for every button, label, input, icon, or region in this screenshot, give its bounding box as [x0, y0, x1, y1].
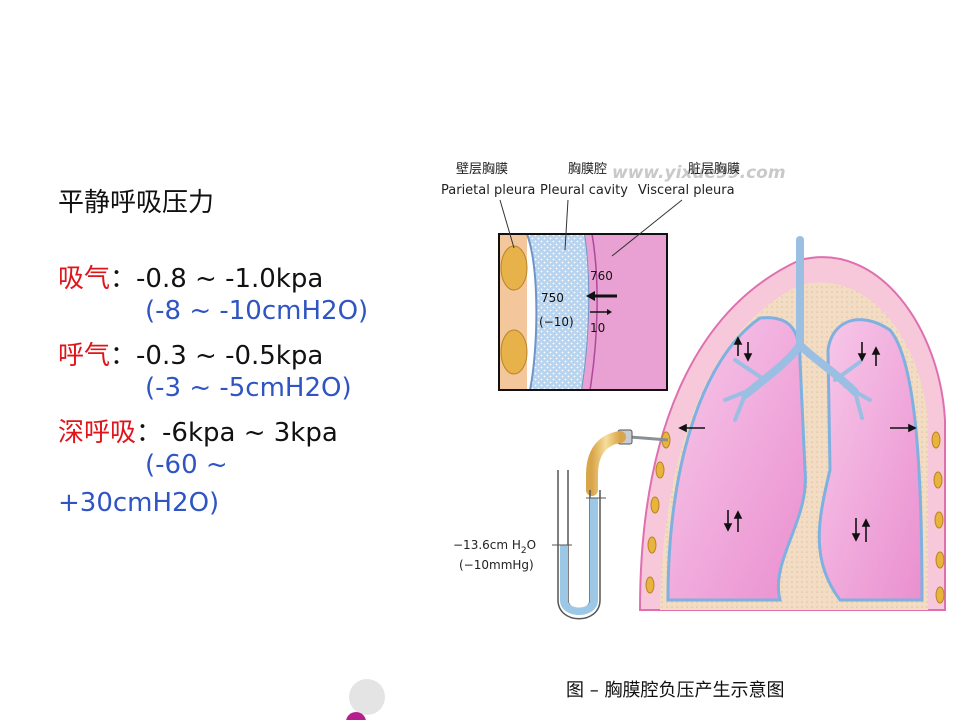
- deep-breath-sep: ：: [136, 418, 163, 448]
- pressure-arrows: [678, 336, 917, 542]
- pleural-cavity-cn: 胸膜腔: [568, 162, 607, 177]
- exhale-value: -0.3 ~ -0.5kpa: [136, 341, 324, 371]
- parietal-pleura-cn: 壁层胸膜: [456, 162, 508, 177]
- watermark-text: www.yixue99.com: [612, 163, 786, 183]
- deep-breath-sub-1: (-60 ~: [145, 450, 228, 480]
- inhale-value: -0.8 ~ -1.0kpa: [136, 264, 324, 294]
- pressure-minus-10: (−10): [539, 315, 574, 329]
- deep-breath-value: -6kpa ~ 3kpa: [162, 418, 338, 448]
- u-tube-manometer: [552, 470, 606, 620]
- manometer-reading-mmhg: (−10mmHg): [459, 558, 534, 572]
- pleural-cavity-en: Pleural cavity: [540, 183, 628, 198]
- manometer-reading-main: −13.6cm H: [453, 538, 521, 552]
- left-lung: [666, 316, 807, 602]
- manometer-reading-sub: 2: [521, 546, 527, 556]
- pleura-inset: [498, 233, 668, 391]
- label-leaders: [499, 199, 683, 257]
- deco-magenta-circle: [346, 712, 366, 720]
- deco-gray-circle: [349, 679, 385, 715]
- exhale-sep: ：: [110, 341, 137, 371]
- deep-breath-line: 深呼吸：-6kpa ~ 3kpa: [58, 412, 338, 449]
- inhale-line: 吸气：-0.8 ~ -1.0kpa: [58, 258, 323, 295]
- inhale-sub: (-8 ~ -10cmH2O): [145, 296, 369, 326]
- pressure-760: 760: [590, 269, 613, 283]
- needle: [629, 435, 669, 442]
- visceral-pleura-cn: 脏层胸膜: [688, 162, 740, 177]
- right-lung: [817, 318, 924, 602]
- deep-breath-label: 深呼吸: [58, 418, 137, 448]
- bronchioles: [723, 358, 872, 422]
- parietal-pleura-en: Parietal pleura: [441, 183, 535, 198]
- pressure-10: 10: [590, 321, 605, 335]
- visceral-pleura-en: Visceral pleura: [638, 183, 735, 198]
- deep-breath-sub-2: +30cmH2O): [58, 488, 220, 518]
- inhale-label: 吸气: [58, 264, 111, 294]
- manometer-reading-cmh2o: −13.6cm H2O: [453, 538, 536, 556]
- exhale-line: 呼气：-0.3 ~ -0.5kpa: [58, 335, 323, 372]
- exhale-label: 呼气: [58, 341, 111, 371]
- connecting-tube: [586, 431, 626, 496]
- figure-caption: 图 – 胸膜腔负压产生示意图: [566, 680, 784, 701]
- pressure-750: 750: [541, 291, 564, 305]
- exhale-sub: (-3 ~ -5cmH2O): [145, 373, 352, 403]
- slide-title: 平静呼吸压力: [58, 188, 215, 218]
- inhale-sep: ：: [110, 264, 137, 294]
- manometer-reading-end: O: [527, 538, 536, 552]
